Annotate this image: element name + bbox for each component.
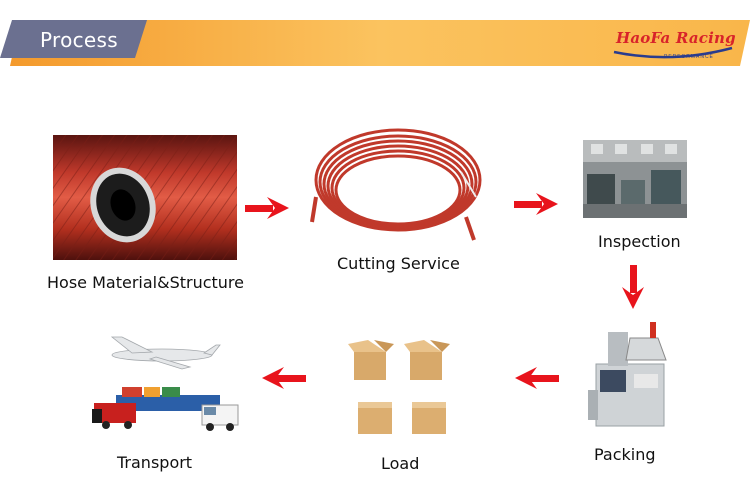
arrow-left-icon [515,367,559,389]
cardboard-boxes-image [348,340,450,434]
step-label-hose-material: Hose Material&Structure [47,273,244,292]
page-title: Process [40,28,118,52]
arrow-down-icon [622,265,644,309]
step-load [348,340,458,440]
step-label-cutting-service: Cutting Service [337,254,460,273]
logo-swoosh-icon [613,46,733,59]
factory-inspection-image [583,140,687,218]
step-label-packing: Packing [594,445,656,464]
arrow-right-icon [514,193,558,215]
step-label-load: Load [381,454,420,473]
hose-coil-image [310,128,482,241]
step-transport [92,335,242,435]
step-packing [586,320,676,430]
arrow-right-icon [245,197,289,219]
haofa-logo: HaoFa Racing PERFORMANCE [612,26,736,66]
logo-text: HaoFa Racing [616,29,736,47]
packing-machine-image [588,322,667,427]
step-label-transport: Transport [117,453,193,472]
step-label-inspection: Inspection [598,232,681,251]
logo-subtext: PERFORMANCE [664,54,714,60]
process-header: Process HaoFa Racing PERFORMANCE [0,20,750,66]
arrow-left-icon [262,367,306,389]
hose-cross-section-image [53,135,237,260]
step-hose-material [53,135,237,260]
step-cutting-service [306,122,486,247]
transport-vehicles-image [92,336,239,431]
step-inspection [583,140,687,218]
header-banner [0,20,750,66]
